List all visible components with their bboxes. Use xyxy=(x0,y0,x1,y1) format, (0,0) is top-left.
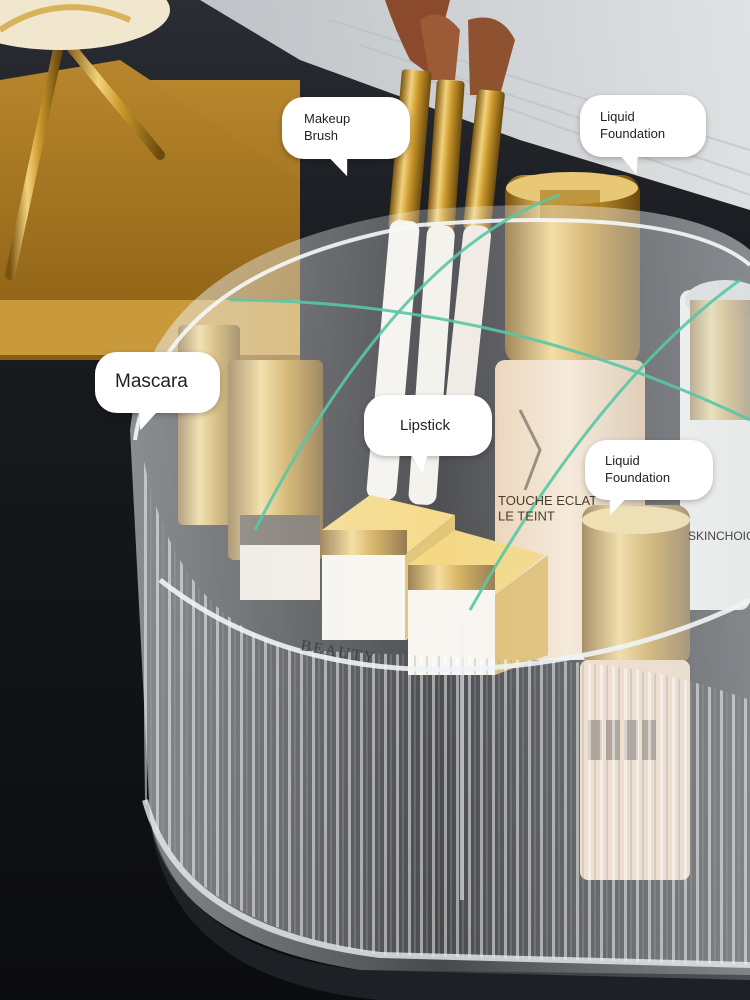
lipstick-label: Lipstick xyxy=(400,416,451,434)
callout-pointer xyxy=(410,450,432,476)
makeup-brush-label: Makeup Brush xyxy=(304,111,351,143)
liquid-foundation-label-top: Liquid Foundation xyxy=(600,109,666,141)
liquid-foundation-callout-top: Liquid Foundation xyxy=(580,95,706,178)
makeup-brush-callout: Makeup Brush xyxy=(282,97,410,180)
mascara-label: Mascara xyxy=(115,371,188,393)
liquid-foundation-callout-bottom: Liquid Foundation xyxy=(585,440,713,519)
mascara-callout: Mascara xyxy=(95,352,220,434)
lipstick-callout: Lipstick xyxy=(364,395,492,476)
bottle-right-text: SKINCHOICE xyxy=(688,529,750,543)
liquid-foundation-label-bottom: Liquid Foundation xyxy=(605,453,671,485)
